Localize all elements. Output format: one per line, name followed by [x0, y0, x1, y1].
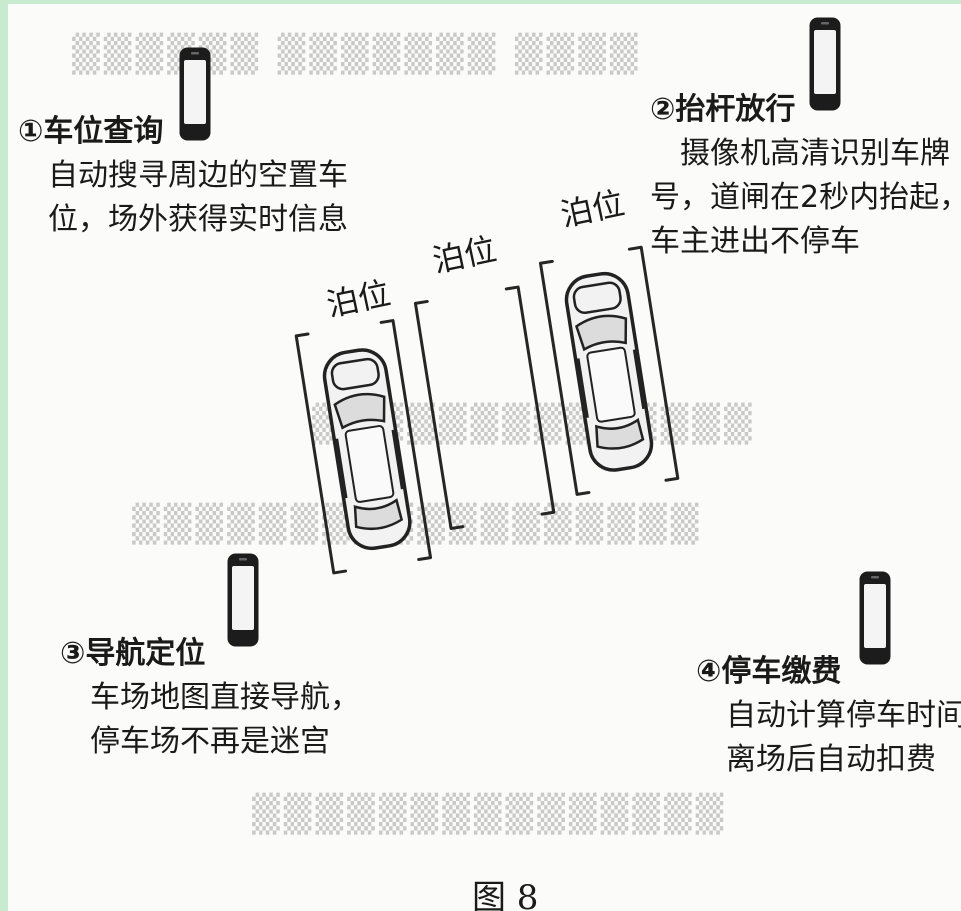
feature-4-line-2: 离场后自动扣费 — [726, 742, 936, 777]
slot-bracket — [504, 285, 556, 516]
feature-1-line-2: 位，场外获得实时信息 — [48, 202, 348, 237]
slot-bracket — [294, 332, 348, 575]
car-icon — [322, 348, 412, 551]
phone-icon — [809, 17, 841, 111]
feature-3-title: ③导航定位 — [60, 636, 206, 671]
feature-2-line-1: 摄像机高清识别车牌 — [680, 136, 950, 171]
slot-bracket — [413, 299, 465, 531]
phone-icon — [227, 553, 259, 647]
parking-slot-3 — [538, 245, 680, 496]
feature-3-line-2: 停车场不再是迷宫 — [90, 724, 330, 759]
feature-3-line-1: 车场地图直接导航， — [90, 680, 360, 715]
figure-caption: 图 8 — [472, 878, 539, 911]
phone-icon — [179, 47, 211, 141]
feature-1-line-1: 自动搜寻周边的空置车 — [48, 158, 348, 193]
car-icon — [564, 271, 654, 472]
phone-icon — [859, 571, 891, 665]
slot-bracket — [627, 245, 680, 482]
parking-slot-1 — [294, 319, 433, 575]
parking-slot-2 — [413, 285, 556, 531]
page: ▒▒▒▒ ▒▒▒▒▒▒▒ ▒▒▒▒▒▒ ▒▒▒▒▒▒▒▒▒▒▒▒▒▒ ▒▒▒▒▒… — [8, 4, 961, 911]
slot-bracket — [379, 319, 433, 561]
feature-4-title: ④停车缴费 — [696, 654, 842, 689]
feature-1: ①车位查询 自动搜寻周边的空置车 位，场外获得实时信息 — [18, 110, 348, 242]
feature-4: ④停车缴费 自动计算停车时间， 离场后自动扣费 — [696, 650, 961, 782]
feature-2: ②抬杆放行 摄像机高清识别车牌 号，道闸在2秒内抬起， 车主进出不停车 — [650, 88, 961, 264]
feature-2-title: ②抬杆放行 — [650, 92, 796, 127]
feature-2-line-2: 号，道闸在2秒内抬起， — [650, 180, 961, 215]
feature-4-line-1: 自动计算停车时间， — [726, 698, 961, 733]
feature-3: ③导航定位 车场地图直接导航， 停车场不再是迷宫 — [60, 632, 360, 764]
feature-2-line-3: 车主进出不停车 — [650, 224, 860, 259]
feature-1-title: ①车位查询 — [18, 114, 164, 149]
slot-bracket — [538, 259, 591, 496]
parking-diagram — [294, 245, 680, 575]
